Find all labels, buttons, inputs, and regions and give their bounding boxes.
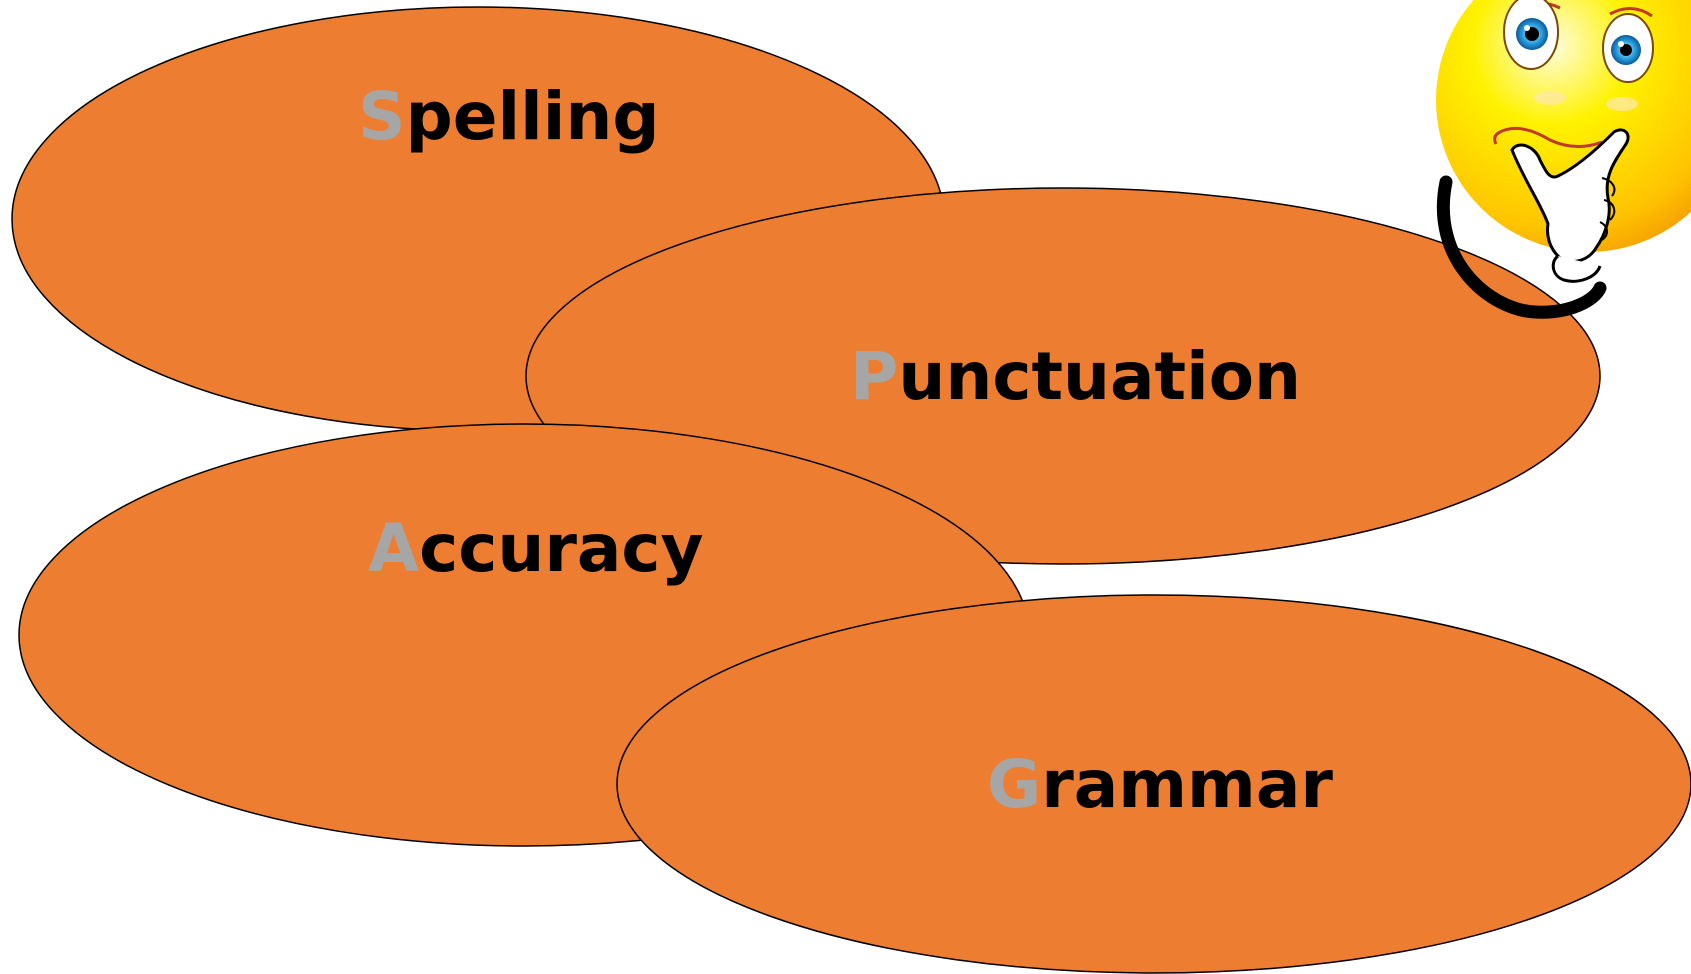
thinking-smiley-icon [1436,0,1691,319]
term-punctuation: Punctuation [850,344,1301,410]
term-punctuation-rest: unctuation [898,338,1302,415]
term-accuracy-rest: ccuracy [419,510,704,587]
term-grammar-rest: rammar [1041,746,1333,823]
term-grammar-first-letter: G [987,746,1042,823]
term-punctuation-first-letter: P [850,338,899,415]
term-spelling: Spelling [358,84,660,150]
ellipse-grammar [616,594,1691,974]
term-accuracy-first-letter: A [368,510,420,587]
term-spelling-first-letter: S [358,78,406,155]
term-accuracy: Accuracy [368,516,704,582]
term-spelling-rest: pelling [405,78,660,155]
term-grammar: Grammar [987,752,1333,818]
